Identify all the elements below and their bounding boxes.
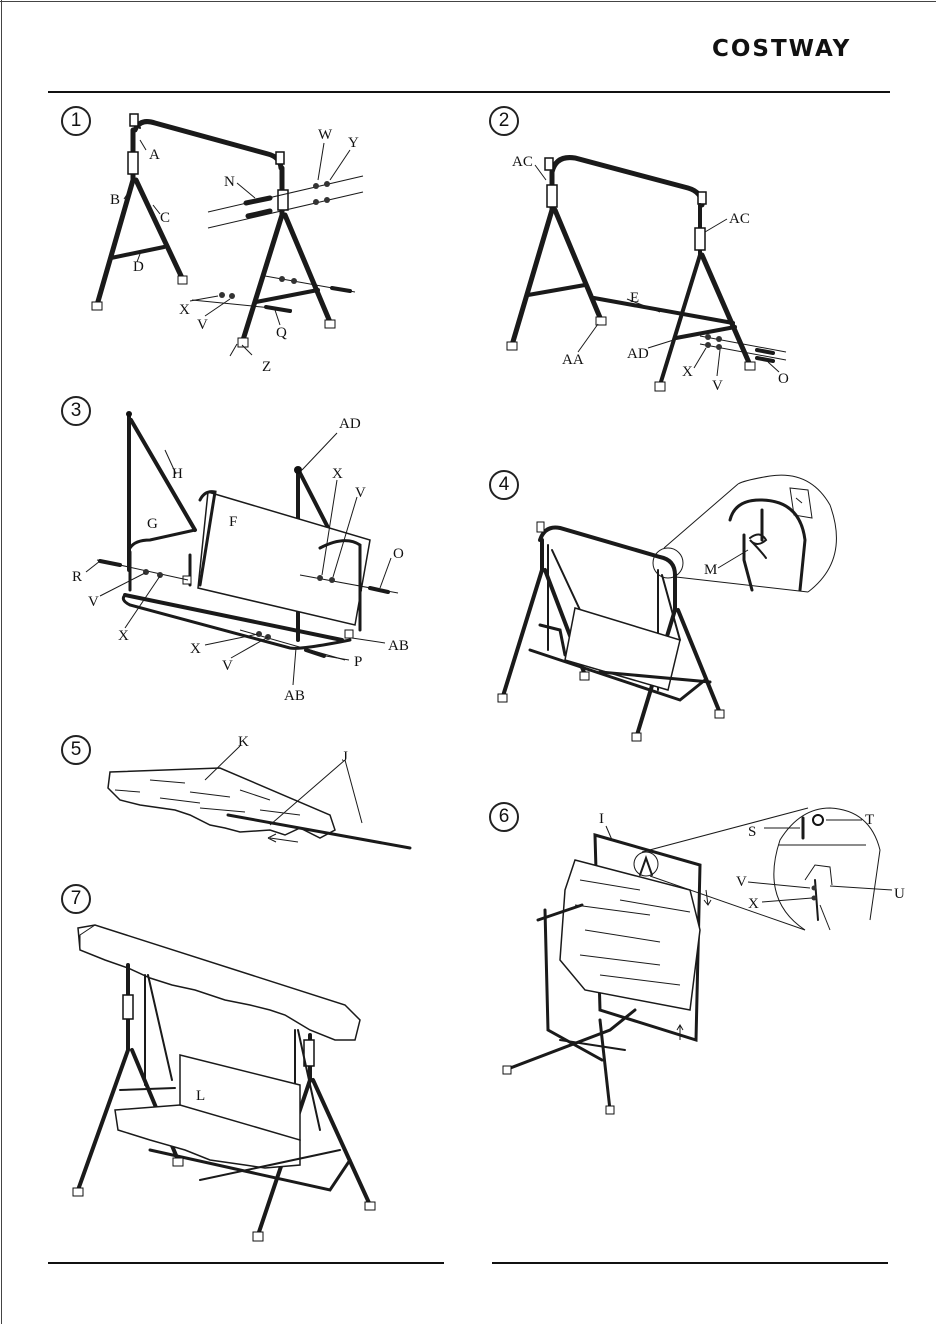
part-label-x: X (179, 302, 190, 318)
part-label-u: U (894, 886, 905, 902)
part-label-v-right: V (355, 485, 366, 501)
part-label-aa: AA (562, 352, 584, 368)
step-5-diagram: K J (108, 734, 410, 848)
part-label-ad: AD (339, 416, 361, 432)
part-label-e: E (630, 290, 639, 306)
part-label-v-left: V (88, 594, 99, 610)
part-label-m: M (704, 562, 717, 578)
step-7-diagram: L (73, 925, 375, 1241)
step-2-diagram: AC AC E AA AD X V O (507, 154, 789, 394)
part-label-j: J (342, 749, 348, 765)
part-label-s: S (748, 824, 756, 840)
part-label-v: V (736, 874, 747, 890)
step-3-diagram: AD H G F X V O R V X X V P AB AB (72, 411, 409, 704)
part-label-f: F (229, 514, 237, 530)
part-label-z: Z (262, 359, 271, 375)
part-label-ab-bottom: AB (284, 688, 305, 704)
step-4-diagram: M (498, 475, 836, 741)
part-label-h: H (172, 466, 183, 482)
part-label-p: P (354, 654, 362, 670)
part-label-i: I (599, 811, 604, 827)
part-label-r: R (72, 569, 82, 585)
part-label-ad: AD (627, 346, 649, 362)
part-label-n: N (224, 174, 235, 190)
part-label-y: Y (348, 135, 359, 151)
part-label-x-bottom: X (190, 641, 201, 657)
part-label-ac-right: AC (729, 211, 750, 227)
part-label-l: L (196, 1088, 205, 1104)
part-label-g: G (147, 516, 158, 532)
part-label-v: V (712, 378, 723, 394)
part-label-v: V (197, 317, 208, 333)
part-label-x: X (748, 896, 759, 912)
part-label-x-right: X (332, 466, 343, 482)
part-label-d: D (133, 259, 144, 275)
part-label-b: B (110, 192, 120, 208)
part-label-t: T (865, 812, 874, 828)
part-label-v-bottom: V (222, 658, 233, 674)
part-label-q: Q (276, 325, 287, 341)
part-label-o: O (778, 371, 789, 387)
part-label-ac-left: AC (512, 154, 533, 170)
part-label-o: O (393, 546, 404, 562)
part-label-x-left: X (118, 628, 129, 644)
part-label-a: A (149, 147, 160, 163)
part-label-c: C (160, 210, 170, 226)
part-label-w: W (318, 127, 333, 143)
step-6-diagram: I S T V U X (503, 808, 905, 1114)
part-label-ab-right: AB (388, 638, 409, 654)
step-1-diagram: A B C D N W Y X V Q Z (92, 114, 363, 375)
part-label-k: K (238, 734, 249, 750)
part-label-x: X (682, 364, 693, 380)
